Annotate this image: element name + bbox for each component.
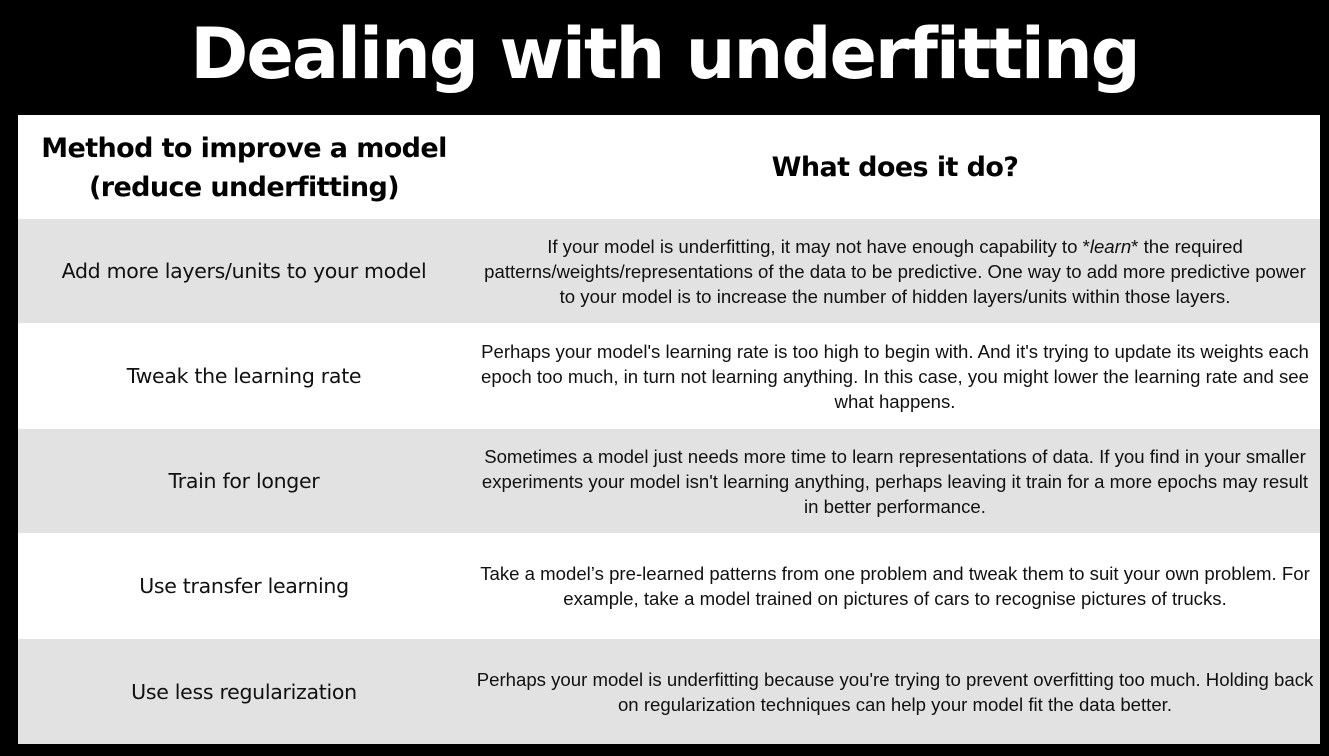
description-cell: Take a model’s pre-learned patterns from… — [480, 563, 1310, 609]
table-header-row: Method to improve a model (reduce underf… — [18, 115, 1320, 219]
table-row: Use transfer learning Take a model’s pre… — [18, 534, 1320, 638]
description-cell: Sometimes a model just needs more time t… — [481, 445, 1309, 517]
table-row: Train for longer Sometimes a model just … — [18, 429, 1320, 533]
method-cell: Add more layers/units to your model — [61, 259, 427, 283]
method-cell: Tweak the learning rate — [126, 364, 362, 388]
comparison-table: Method to improve a model (reduce underf… — [18, 115, 1320, 744]
method-cell: Use transfer learning — [139, 574, 349, 598]
header-description: What does it do? — [771, 151, 1019, 183]
description-cell: If your model is underfitting, it may no… — [470, 219, 1320, 323]
method-cell: Use less regularization — [131, 679, 357, 704]
table-row: Tweak the learning rate Perhaps your mod… — [18, 324, 1320, 428]
table-row: Add more layers/units to your model If y… — [18, 219, 1320, 323]
method-cell: Train for longer — [168, 469, 320, 493]
description-cell: Perhaps your model is underfitting becau… — [476, 668, 1314, 715]
slide-title: Dealing with underfitting — [190, 13, 1141, 95]
description-text-part: If your model is underfitting, it may no… — [547, 235, 1090, 257]
header-method: Method to improve a model (reduce underf… — [41, 133, 447, 203]
description-text-part: * the required patterns/weights/represen… — [484, 235, 1306, 307]
table-row: Use less regularization Perhaps your mod… — [18, 639, 1320, 744]
description-text: If your model is underfitting, it may no… — [476, 234, 1314, 309]
description-emphasis: learn — [1089, 235, 1132, 257]
description-cell: Perhaps your model's learning rate is to… — [481, 340, 1309, 412]
